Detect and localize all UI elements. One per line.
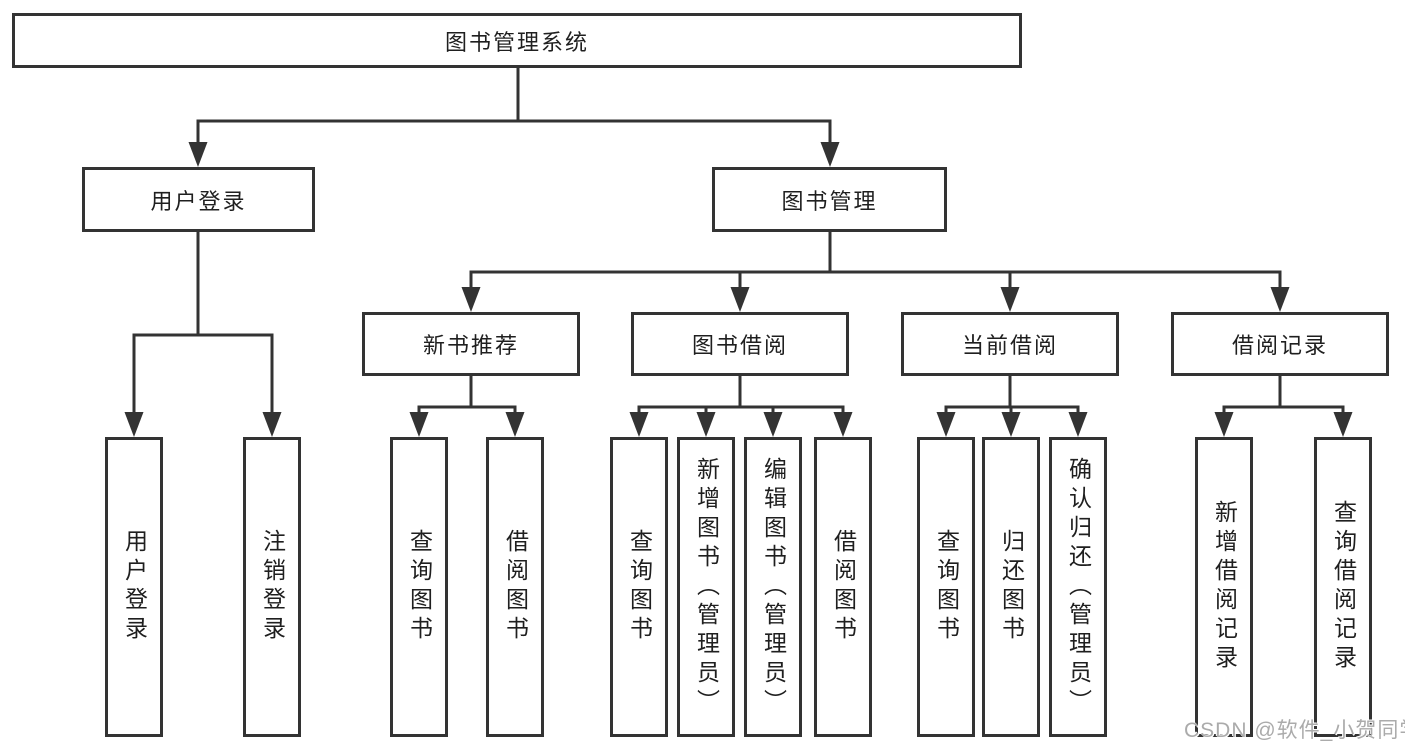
- node-label: 确认归还（管理员）: [1065, 456, 1092, 718]
- node-label: 当前借阅: [961, 333, 1058, 358]
- leaf-user-login: 用户登录: [105, 437, 163, 737]
- leaf-query-books-current: 查询图书: [917, 437, 975, 737]
- node-current-borrow: 当前借阅: [901, 312, 1119, 376]
- node-label: 借阅图书: [830, 529, 857, 645]
- node-user-login: 用户登录: [82, 167, 315, 232]
- node-borrow-records: 借阅记录: [1171, 312, 1389, 376]
- node-label: 查询图书: [933, 529, 960, 645]
- leaf-add-borrow-record: 新增借阅记录: [1195, 437, 1253, 737]
- arrowhead-icon: [696, 412, 716, 437]
- node-root-system: 图书管理系统: [12, 13, 1022, 68]
- node-label: 用户登录: [150, 188, 247, 214]
- leaf-logout: 注销登录: [243, 437, 301, 737]
- node-label: 查询图书: [406, 529, 433, 645]
- node-label: 借阅图书: [502, 529, 529, 645]
- connector-borrow-records: [1214, 376, 1353, 437]
- node-label: 编辑图书（管理员）: [760, 456, 787, 718]
- leaf-edit-books-admin: 编辑图书（管理员）: [744, 437, 802, 737]
- node-label: 查询图书: [626, 529, 653, 645]
- arrowhead-icon: [1214, 412, 1234, 437]
- arrowhead-icon: [1068, 412, 1088, 437]
- node-label: 新书推荐: [422, 333, 519, 358]
- node-label: 用户登录: [121, 529, 148, 645]
- connector-root: [188, 68, 840, 167]
- leaf-borrow-books-recommend: 借阅图书: [486, 437, 544, 737]
- arrowhead-icon: [1270, 287, 1290, 312]
- watermark-text: CSDN @软件_小贺同学: [1184, 719, 1405, 742]
- arrowhead-icon: [461, 287, 481, 312]
- leaf-borrow-books: 借阅图书: [814, 437, 872, 737]
- node-label: 图书借阅: [691, 333, 788, 358]
- arrowhead-icon: [820, 142, 840, 167]
- arrowhead-icon: [730, 287, 750, 312]
- node-label: 归还图书: [998, 529, 1025, 645]
- arrowhead-icon: [505, 412, 525, 437]
- connector-new-book-recommend: [409, 376, 525, 437]
- node-book-borrow: 图书借阅: [631, 312, 849, 376]
- arrowhead-icon: [1000, 287, 1020, 312]
- arrowhead-icon: [936, 412, 956, 437]
- arrowhead-icon: [1001, 412, 1021, 437]
- leaf-add-books-admin: 新增图书（管理员）: [677, 437, 735, 737]
- node-label: 查询借阅记录: [1330, 500, 1357, 674]
- arrowhead-icon: [763, 412, 783, 437]
- leaf-query-books-recommend: 查询图书: [390, 437, 448, 737]
- leaf-confirm-return-admin: 确认归还（管理员）: [1049, 437, 1107, 737]
- arrowhead-icon: [262, 412, 282, 437]
- connector-user-login: [124, 232, 282, 437]
- arrowhead-icon: [409, 412, 429, 437]
- connector-book-management: [461, 232, 1290, 312]
- arrowhead-icon: [124, 412, 144, 437]
- node-label: 借阅记录: [1231, 333, 1328, 358]
- node-label: 图书管理: [781, 188, 878, 214]
- node-new-book-recommend: 新书推荐: [362, 312, 580, 376]
- node-label: 新增借阅记录: [1211, 500, 1238, 674]
- arrowhead-icon: [833, 412, 853, 437]
- arrowhead-icon: [629, 412, 649, 437]
- node-label: 新增图书（管理员）: [693, 456, 720, 718]
- connector-book-borrow: [629, 376, 853, 437]
- connector-current-borrow: [936, 376, 1088, 437]
- node-label: 注销登录: [259, 529, 286, 645]
- leaf-query-borrow-record: 查询借阅记录: [1314, 437, 1372, 737]
- arrowhead-icon: [1333, 412, 1353, 437]
- leaf-query-books-borrow: 查询图书: [610, 437, 668, 737]
- arrowhead-icon: [188, 142, 208, 167]
- leaf-return-books: 归还图书: [982, 437, 1040, 737]
- node-label: 图书管理系统: [444, 29, 589, 55]
- node-book-management: 图书管理: [712, 167, 947, 232]
